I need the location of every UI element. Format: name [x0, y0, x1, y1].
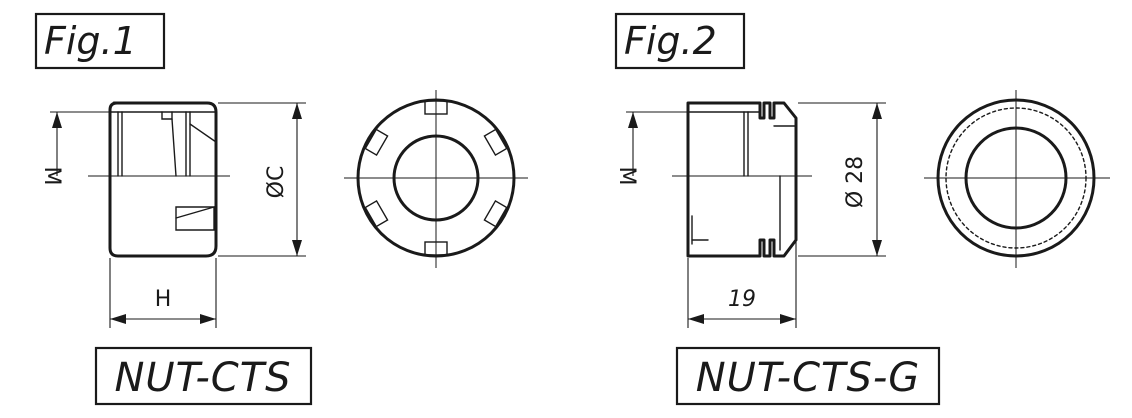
fig2-dim-diameter-label: Ø 28 — [843, 156, 868, 208]
fig2-side-view — [672, 101, 812, 258]
fig2-dim-length: 19 — [687, 242, 797, 328]
fig1-front-view — [344, 90, 528, 268]
fig1-dim-diameter: ØC — [218, 102, 306, 257]
figure-1: Fig.1 — [34, 12, 528, 406]
fig2-part-box: NUT-CTS-G — [675, 346, 941, 406]
fig1-side-view — [88, 101, 230, 258]
fig1-dim-diameter-label: ØC — [264, 166, 289, 199]
fig1-dim-length-label: H — [155, 287, 172, 312]
fig1-dim-length: H — [109, 258, 217, 328]
figure-2: Fig.2 M — [614, 12, 1110, 406]
fig2-caption-box: Fig.2 — [614, 12, 746, 70]
fig1-dim-thread-label: M — [39, 167, 64, 186]
fig2-caption: Fig.2 — [624, 19, 717, 63]
fig2-dim-thread: M — [614, 111, 690, 186]
fig1-dim-thread: M — [39, 111, 112, 186]
fig2-dim-diameter: Ø 28 — [798, 102, 886, 257]
fig1-part-box: NUT-CTS — [94, 346, 313, 406]
fig1-part-name: NUT-CTS — [114, 355, 291, 401]
fig1-caption: Fig.1 — [44, 19, 137, 63]
fig2-dim-length-label: 19 — [728, 287, 756, 312]
fig2-dim-thread-label: M — [614, 167, 639, 186]
fig2-part-name: NUT-CTS-G — [696, 355, 921, 401]
fig1-caption-box: Fig.1 — [34, 12, 166, 70]
fig2-front-view — [924, 90, 1110, 268]
